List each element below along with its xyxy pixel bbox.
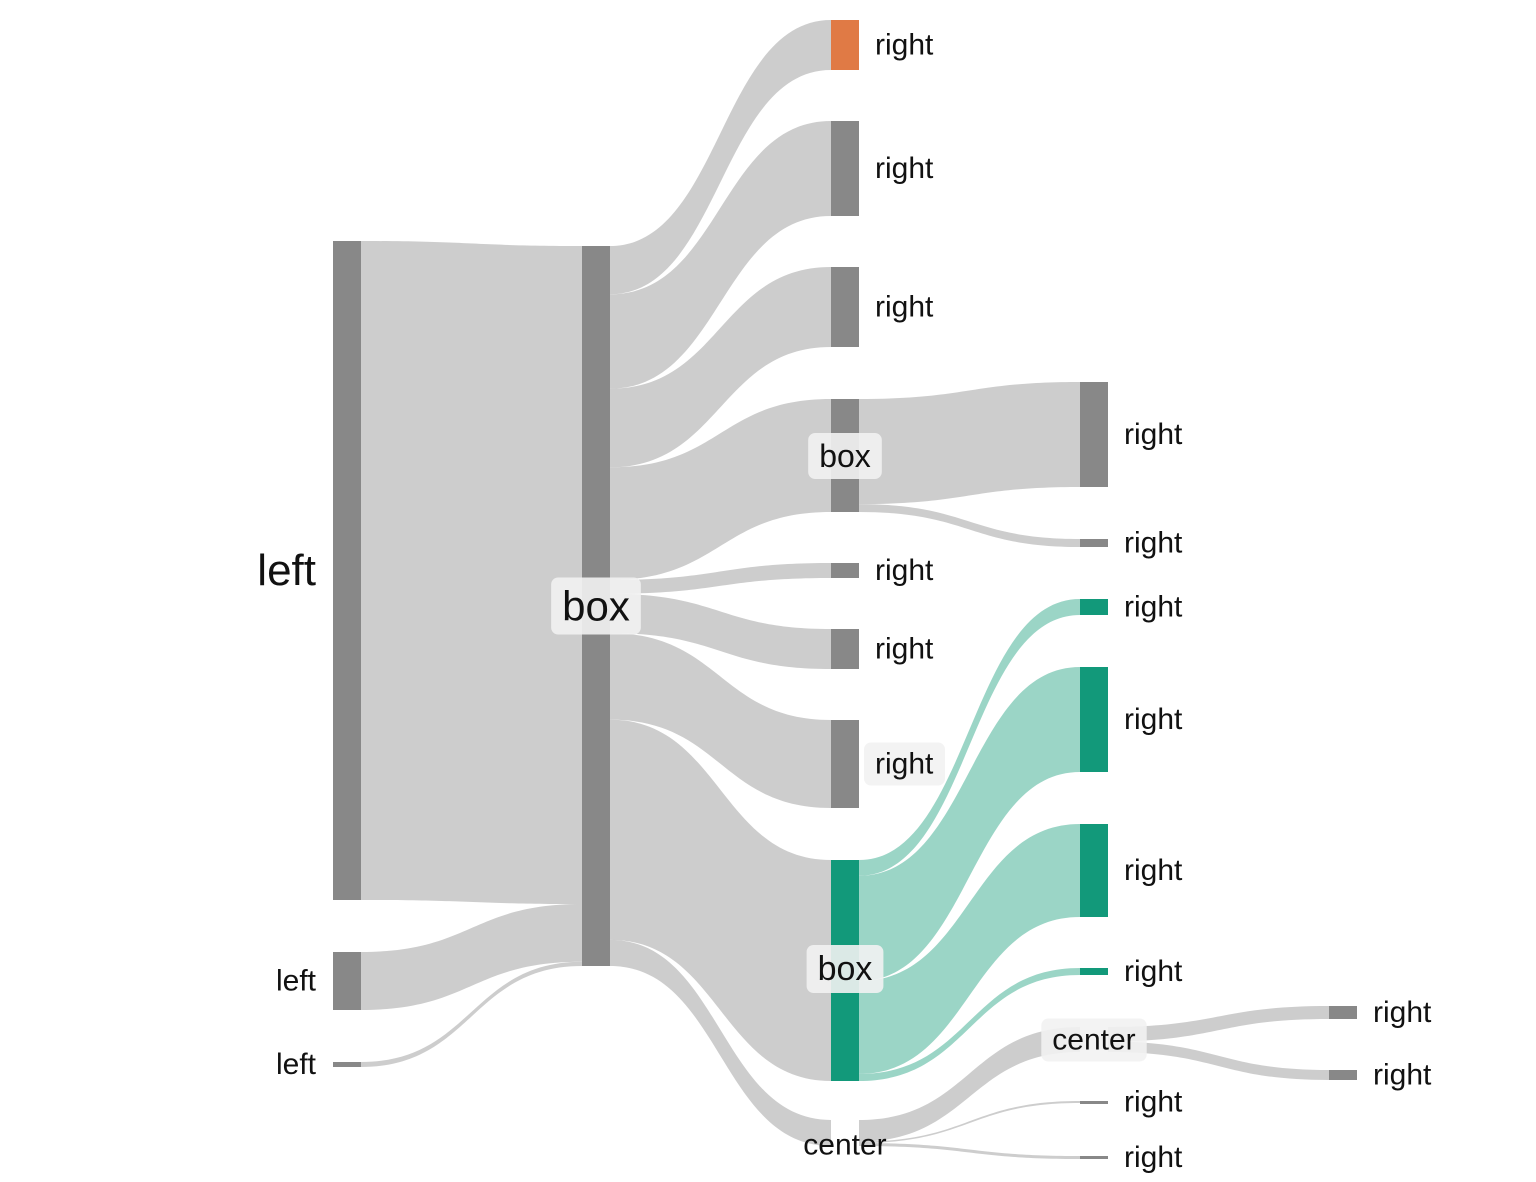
label-text-mobile: right <box>1373 996 1432 1029</box>
label-family_investing: right <box>1124 955 1183 988</box>
link-internet-mobile <box>1108 1006 1329 1042</box>
link-budget-taxes <box>610 20 831 295</box>
label-savings: box <box>806 945 884 993</box>
link-budget-study <box>610 633 831 808</box>
label-taxes: right <box>875 29 934 62</box>
sankey-links <box>361 20 1329 1159</box>
node-personal_investing <box>1080 667 1108 772</box>
label-budget: box <box>551 577 641 635</box>
node-taxes <box>831 20 859 70</box>
node-private_transport <box>1080 382 1108 487</box>
label-text-retirement: right <box>1124 854 1183 887</box>
sankey-labels: left left left box right right right box right ri… <box>257 29 1432 1175</box>
label-text-public_transport: right <box>1124 527 1183 560</box>
label-food: right <box>875 633 934 666</box>
node-dsl <box>1329 1070 1357 1080</box>
label-health: right <box>875 291 934 324</box>
label-netflix: right <box>1124 1086 1183 1119</box>
label-internet: center <box>1041 1018 1147 1062</box>
node-wage <box>333 241 361 900</box>
link-budget-savings <box>610 719 831 1081</box>
link-subscriptions-netflix <box>859 1101 1080 1144</box>
label-box-internet <box>1041 1018 1147 1062</box>
link-subscriptions-internet <box>859 1027 1080 1142</box>
label-discretionary: right <box>875 554 934 587</box>
label-box-study <box>864 742 946 786</box>
label-transport: box <box>808 433 882 479</box>
label-housing: right <box>875 152 934 185</box>
node-mobile <box>1329 1006 1357 1019</box>
label-text-savings: box <box>818 950 873 988</box>
node-public_transport <box>1080 539 1108 547</box>
label-text-wage: left <box>257 546 316 595</box>
label-study: right <box>864 742 946 786</box>
link-internet-dsl <box>1108 1041 1329 1080</box>
label-text-chatgpt: right <box>1124 1141 1183 1174</box>
label-text-internet: center <box>1052 1024 1135 1057</box>
label-text-budget: box <box>562 583 630 630</box>
label-text-food: right <box>875 633 934 666</box>
label-public_transport: right <box>1124 527 1183 560</box>
label-text-private_transport: right <box>1124 418 1183 451</box>
label-box-transport <box>808 433 882 479</box>
label-private_transport: right <box>1124 418 1183 451</box>
link-budget-discretionary <box>610 563 831 594</box>
node-housing <box>831 121 859 216</box>
label-text-health: right <box>875 291 934 324</box>
link-others-budget <box>361 961 582 1067</box>
label-retirement: right <box>1124 854 1183 887</box>
link-grant-budget <box>361 904 582 1010</box>
link-budget-transport <box>610 399 831 580</box>
label-text-taxes: right <box>875 29 934 62</box>
label-wage: left <box>257 546 316 595</box>
label-text-personal_investing: right <box>1124 703 1183 736</box>
label-text-transport: box <box>819 438 871 474</box>
node-netflix <box>1080 1101 1108 1104</box>
node-chatgpt <box>1080 1156 1108 1159</box>
node-grant <box>333 952 361 1010</box>
label-personal_investing: right <box>1124 703 1183 736</box>
label-dsl: right <box>1373 1059 1432 1092</box>
label-text-others: left <box>276 1048 317 1081</box>
node-study <box>831 720 859 808</box>
label-personal_savings: right <box>1124 591 1183 624</box>
link-savings-personal_investing <box>859 667 1080 982</box>
label-text-grant: left <box>276 965 317 998</box>
link-subscriptions-chatgpt <box>859 1143 1080 1159</box>
label-mobile: right <box>1373 996 1432 1029</box>
link-wage-budget <box>361 241 582 905</box>
link-savings-family_investing <box>859 968 1080 1081</box>
link-budget-food <box>610 593 831 669</box>
label-text-personal_savings: right <box>1124 591 1183 624</box>
label-box-savings <box>806 945 884 993</box>
link-budget-health <box>610 267 831 468</box>
label-text-family_investing: right <box>1124 955 1183 988</box>
label-text-study: right <box>875 748 934 781</box>
label-text-housing: right <box>875 152 934 185</box>
label-text-discretionary: right <box>875 554 934 587</box>
label-text-netflix: right <box>1124 1086 1183 1119</box>
label-text-dsl: right <box>1373 1059 1432 1092</box>
link-transport-private_transport <box>859 382 1080 505</box>
link-transport-public_transport <box>859 504 1080 547</box>
node-others <box>333 1062 361 1067</box>
node-food <box>831 629 859 669</box>
link-savings-retirement <box>859 824 1080 1074</box>
link-savings-personal_savings <box>859 599 1080 876</box>
link-budget-housing <box>610 121 831 389</box>
label-chatgpt: right <box>1124 1141 1183 1174</box>
label-text-subscriptions: center <box>803 1129 886 1162</box>
node-family_investing <box>1080 968 1108 975</box>
node-discretionary <box>831 563 859 578</box>
link-budget-subscriptions <box>610 939 831 1146</box>
label-subscriptions: center <box>803 1129 886 1162</box>
node-health <box>831 267 859 347</box>
label-others: left <box>276 1048 317 1081</box>
node-retirement <box>1080 824 1108 917</box>
label-grant: left <box>276 965 317 998</box>
node-personal_savings <box>1080 599 1108 615</box>
label-box-budget <box>551 577 641 635</box>
